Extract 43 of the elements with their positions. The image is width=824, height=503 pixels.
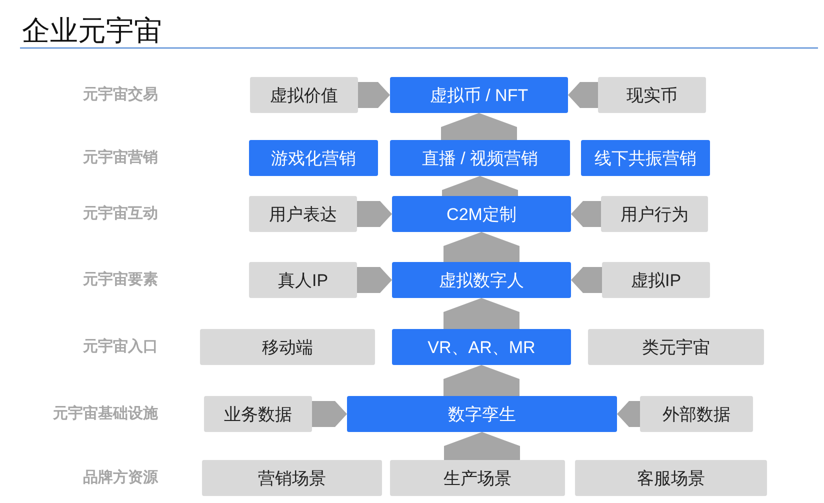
concept-box: 虚拟币 / NFT: [390, 77, 568, 113]
block-arrow: [444, 298, 520, 329]
block-arrow: [444, 232, 520, 262]
input-box: 生产场景: [390, 460, 565, 496]
title: 企业元宇宙: [22, 14, 162, 48]
row-label: 元宇宙交易: [83, 85, 158, 104]
concept-box: 数字孪生: [347, 396, 617, 432]
concept-box: 线下共振营销: [581, 140, 710, 176]
input-box: 用户表达: [249, 196, 357, 232]
block-arrow: [444, 432, 520, 460]
input-box: 移动端: [200, 329, 375, 365]
row-label: 元宇宙互动: [83, 204, 158, 223]
row-label: 元宇宙基础设施: [53, 404, 158, 423]
input-box: 真人IP: [249, 262, 357, 298]
block-arrow: [357, 267, 392, 293]
input-box: 现实币: [598, 77, 706, 113]
block-arrow: [442, 176, 518, 196]
concept-box: VR、AR、MR: [392, 329, 571, 365]
row-label: 元宇宙营销: [83, 148, 158, 167]
input-box: 用户行为: [601, 196, 708, 232]
input-box: 客服场景: [575, 460, 767, 496]
row-label: 品牌方资源: [83, 468, 158, 487]
concept-box: 直播 / 视频营销: [390, 140, 570, 176]
input-box: 类元宇宙: [588, 329, 764, 365]
concept-box: 虚拟数字人: [392, 262, 571, 298]
concept-box: C2M定制: [392, 196, 571, 232]
block-arrow: [441, 113, 517, 140]
block-arrow: [312, 401, 347, 427]
block-arrow: [568, 82, 598, 108]
block-arrow: [444, 365, 520, 396]
concept-box: 游戏化营销: [249, 140, 378, 176]
block-arrow: [571, 201, 601, 227]
block-arrow: [358, 82, 390, 108]
input-box: 虚拟IP: [602, 262, 710, 298]
input-box: 业务数据: [204, 396, 312, 432]
input-box: 外部数据: [640, 396, 753, 432]
block-arrow: [571, 267, 602, 293]
input-box: 虚拟价值: [250, 77, 358, 113]
row-label: 元宇宙要素: [83, 270, 158, 289]
row-label: 元宇宙入口: [83, 337, 158, 356]
block-arrow: [617, 401, 640, 427]
input-box: 营销场景: [202, 460, 382, 496]
block-arrow: [357, 201, 392, 227]
